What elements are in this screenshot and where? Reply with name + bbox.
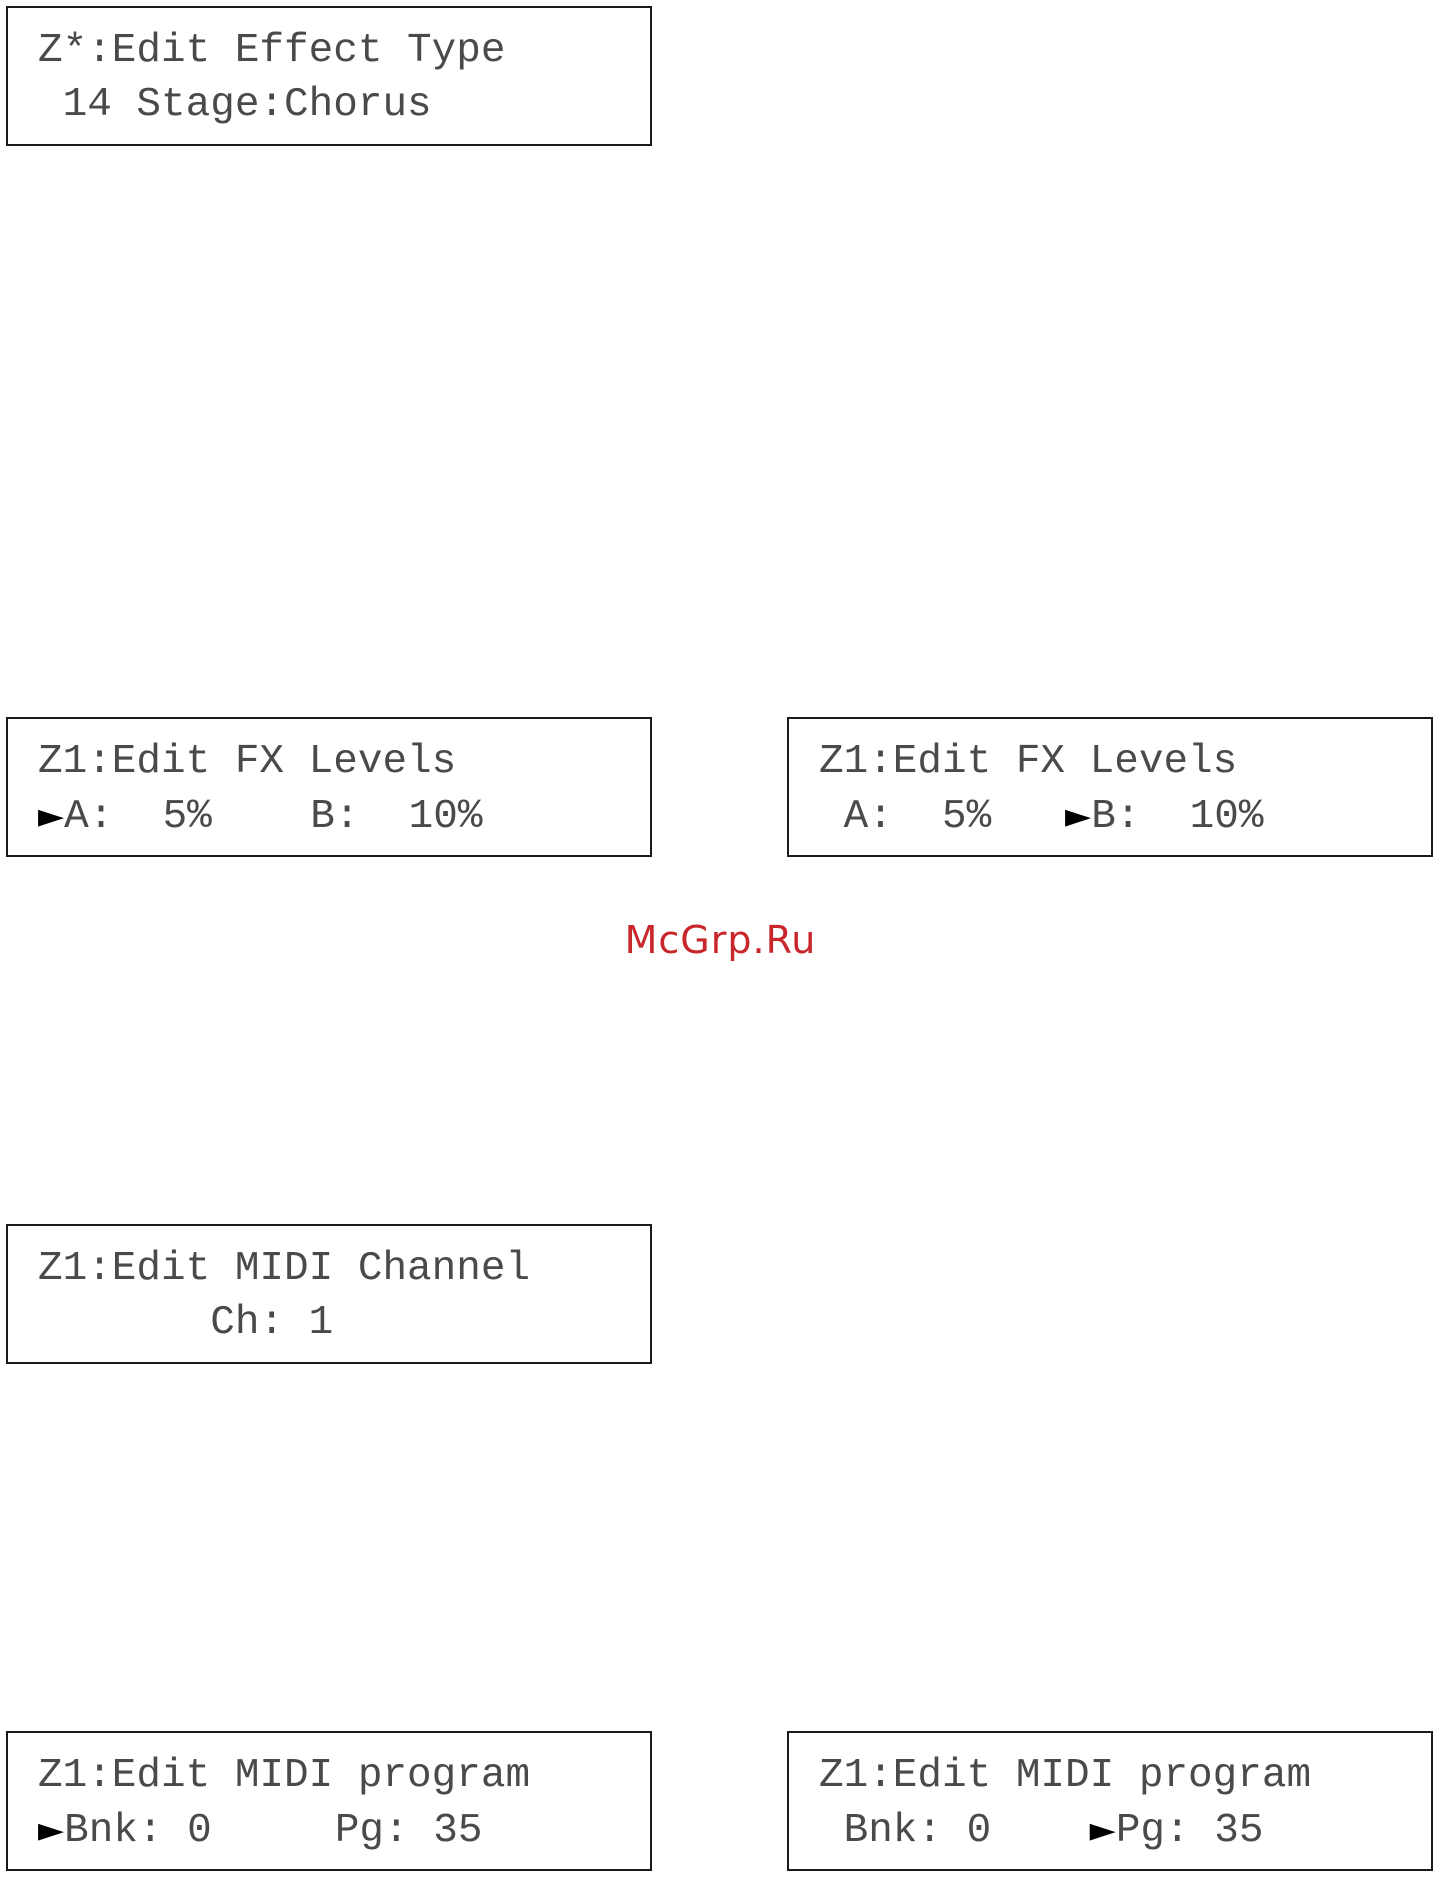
spacer xyxy=(212,794,310,840)
spacer xyxy=(991,794,1065,840)
cursor-arrow-icon: ► xyxy=(38,796,64,836)
spacer xyxy=(991,1808,1089,1854)
lcd-midi-program-bank-selected: Z1:Edit MIDI program ►Bnk: 0 Pg: 35 xyxy=(6,1731,652,1871)
lcd-line-2: A: 5% ►B: 10% xyxy=(819,789,1431,843)
lcd-fx-levels-b-selected: Z1:Edit FX Levels A: 5% ►B: 10% xyxy=(787,717,1433,857)
level-b-value: B: 10% xyxy=(1091,794,1263,840)
lcd-fx-levels-a-selected: Z1:Edit FX Levels ►A: 5% B: 10% xyxy=(6,717,652,857)
lcd-line-2: Bnk: 0 ►Pg: 35 xyxy=(819,1803,1431,1857)
bank-value: Bnk: 0 xyxy=(819,1808,991,1854)
spacer xyxy=(212,1808,335,1854)
cursor-arrow-icon: ► xyxy=(38,1810,64,1850)
cursor-arrow-icon: ► xyxy=(1065,796,1091,836)
lcd-line-2: ►A: 5% B: 10% xyxy=(38,789,650,843)
program-value: Pg: 35 xyxy=(1116,1808,1264,1854)
lcd-midi-channel: Z1:Edit MIDI Channel Ch: 1 xyxy=(6,1224,652,1364)
lcd-line-2: Ch: 1 xyxy=(38,1296,650,1350)
cursor-arrow-icon: ► xyxy=(1090,1810,1116,1850)
lcd-line-1: Z1:Edit MIDI program xyxy=(38,1749,650,1803)
lcd-line-1: Z*:Edit Effect Type xyxy=(38,24,650,78)
bank-value: Bnk: 0 xyxy=(64,1808,212,1854)
level-b-value: B: 10% xyxy=(310,794,482,840)
lcd-midi-program-pg-selected: Z1:Edit MIDI program Bnk: 0 ►Pg: 35 xyxy=(787,1731,1433,1871)
lcd-line-1: Z1:Edit MIDI program xyxy=(819,1749,1431,1803)
lcd-line-1: Z1:Edit FX Levels xyxy=(819,735,1431,789)
program-value: Pg: 35 xyxy=(335,1808,483,1854)
lcd-line-2: 14 Stage:Chorus xyxy=(38,78,650,132)
lcd-line-1: Z1:Edit FX Levels xyxy=(38,735,650,789)
watermark-logo: McGrp.Ru xyxy=(0,918,1441,962)
lcd-line-1: Z1:Edit MIDI Channel xyxy=(38,1242,650,1296)
lcd-line-2: ►Bnk: 0 Pg: 35 xyxy=(38,1803,650,1857)
level-a-value: A: 5% xyxy=(64,794,212,840)
level-a-value: A: 5% xyxy=(819,794,991,840)
lcd-effect-type: Z*:Edit Effect Type 14 Stage:Chorus xyxy=(6,6,652,146)
